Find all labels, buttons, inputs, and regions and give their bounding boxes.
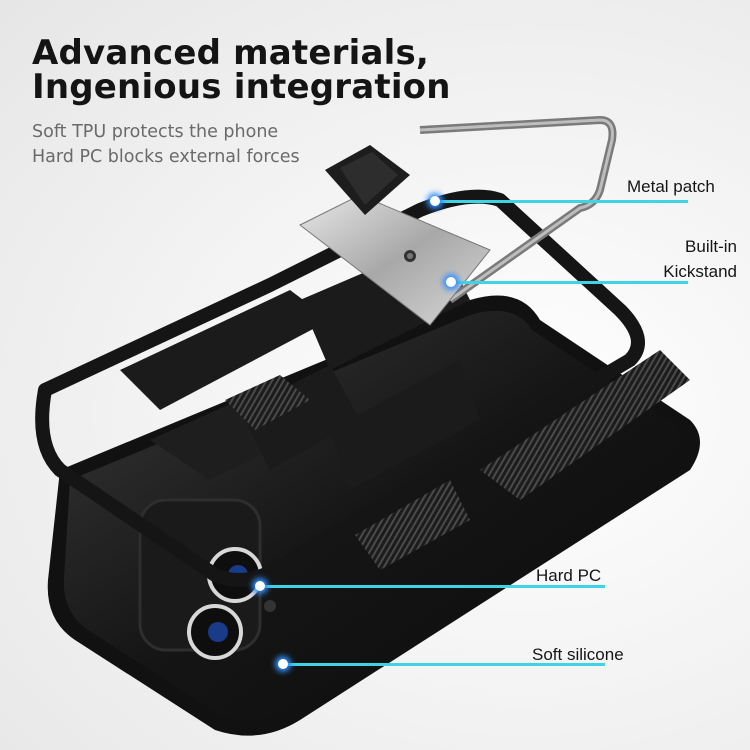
callout-dot	[278, 659, 288, 669]
callout-dot	[255, 581, 265, 591]
metal-plate	[299, 194, 491, 326]
callout-dot	[430, 196, 440, 206]
callout-label-kickstand-line-1: Built-in	[685, 237, 737, 256]
callout-line	[436, 200, 688, 203]
hard-pc-frame	[35, 189, 645, 587]
headline-line-1: Advanced materials,	[32, 33, 430, 73]
callout-line	[283, 663, 605, 666]
callout-label-metal-patch: Metal patch	[627, 177, 715, 196]
callout-line	[452, 281, 688, 284]
kickstand-ring	[419, 116, 617, 304]
callout-label-kickstand: Built-in Kickstand	[657, 236, 737, 283]
callout-line	[260, 585, 605, 588]
headline-line-2: Ingenious integration	[32, 67, 451, 107]
subtitle-line-1: Soft TPU protects the phone	[32, 122, 279, 142]
callout-dot	[446, 277, 456, 287]
subtitle-line-2: Hard PC blocks external forces	[32, 147, 300, 167]
subtitle: Soft TPU protects the phone Hard PC bloc…	[32, 120, 300, 170]
callout-label-kickstand-line-2: Kickstand	[663, 262, 737, 281]
callout-label-hard-pc: Hard PC	[536, 566, 602, 585]
metal-patch	[325, 145, 410, 215]
headline: Advanced materials, Ingenious integratio…	[32, 36, 451, 104]
callout-label-soft-silicone: Soft silicone	[532, 645, 624, 664]
